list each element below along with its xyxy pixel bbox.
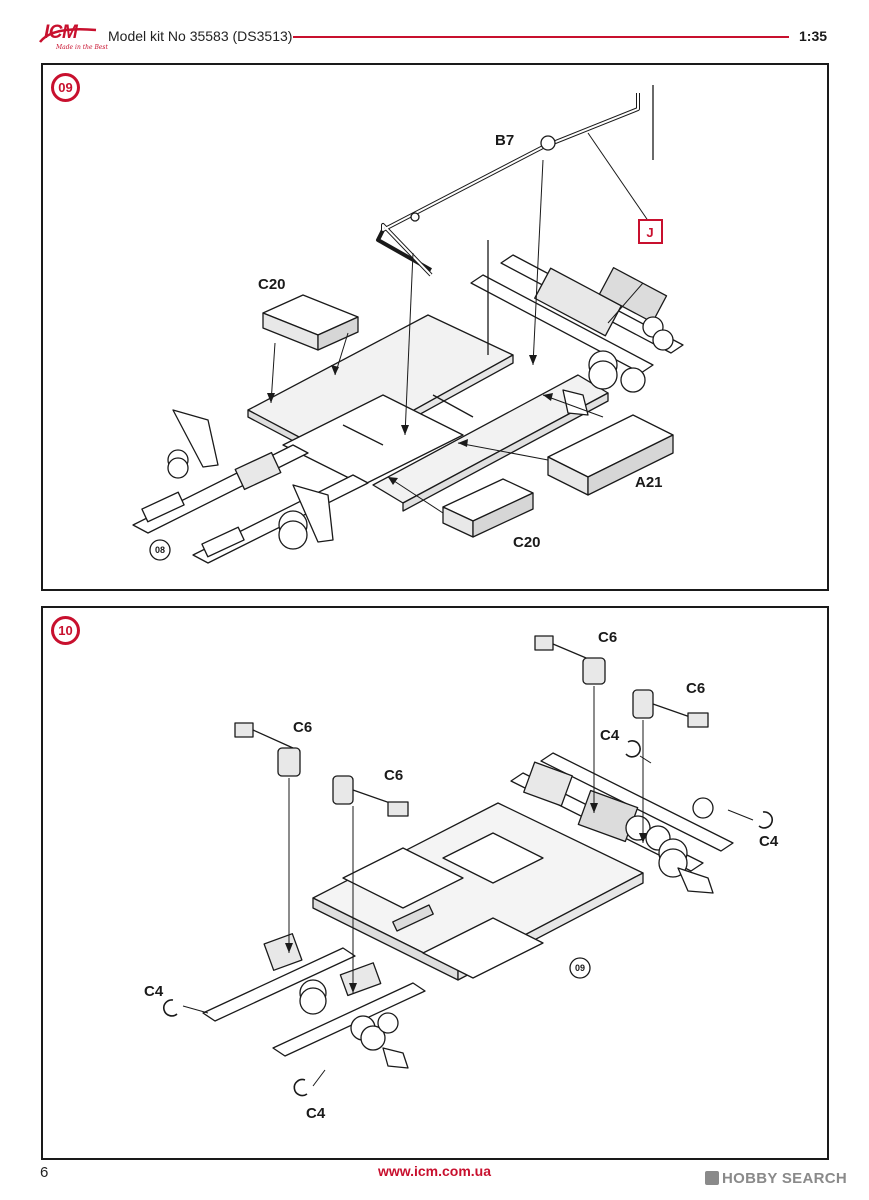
label-c20-top: C20 (258, 276, 286, 293)
logo-swoosh (39, 28, 97, 43)
header-rule (293, 36, 789, 38)
ref-08-circle (149, 539, 171, 561)
label-c6-right: C6 (686, 680, 705, 697)
part-c4-right (758, 811, 773, 829)
part-c4-bottom (293, 1078, 308, 1097)
step-09-badge: 09 (51, 73, 80, 102)
label-c4-bottom: C4 (306, 1105, 326, 1122)
label-c20-bottom: C20 (513, 534, 541, 551)
part-c6-mid (332, 775, 409, 817)
part-a21 (547, 414, 674, 496)
assembled-chassis (312, 802, 644, 981)
logo-tagline: Made in the Best (56, 44, 108, 51)
part-c20-top (262, 294, 359, 351)
page-header: ICM Made in the Best Model kit No 35583 … (0, 0, 869, 60)
j-subassembly-box (638, 219, 663, 244)
label-b7: B7 (495, 132, 514, 149)
label-c6-mid: C6 (384, 767, 403, 784)
chassis-frame (247, 314, 609, 512)
step-10-panel: C6 C6 C6 C6 C4 C4 C4 C4 09 10 (41, 606, 829, 1160)
page-number: 6 (40, 1164, 49, 1181)
label-c4-left: C4 (144, 983, 164, 1000)
step-10-badge: 10 (51, 616, 80, 645)
pipe-junction (540, 135, 556, 151)
kit-title: Model kit No 35583 (DS3513) (108, 28, 293, 44)
scale-label: 1:35 (799, 28, 828, 44)
step-09-panel: J B7 C20 A21 C20 08 09 (41, 63, 829, 591)
j-subassembly-label: J (646, 225, 653, 240)
pipe-clamp (410, 212, 420, 222)
icm-logo: ICM Made in the Best (38, 22, 108, 58)
label-c4-top: C4 (600, 727, 620, 744)
part-c6-top-right (534, 635, 606, 685)
front-axle-left (202, 933, 426, 1069)
label-c6-top-right: C6 (598, 629, 617, 646)
ref-09-circle (569, 957, 591, 979)
part-b7-pipe (376, 93, 640, 277)
rear-axle-right-10 (510, 752, 734, 894)
ref-09-label: 09 (575, 963, 585, 973)
rear-axle-left (132, 409, 369, 564)
label-c4-right: C4 (759, 833, 779, 850)
step-09-diagram: J B7 C20 A21 C20 08 (132, 85, 684, 564)
label-c6-left: C6 (293, 719, 312, 736)
rear-axle-right (470, 254, 684, 416)
step-10-diagram: C6 C6 C6 C6 C4 C4 C4 C4 09 (144, 629, 779, 1122)
part-c6-right (632, 689, 709, 728)
logo-text: ICM (44, 22, 78, 43)
watermark: HOBBY SEARCH (705, 1170, 847, 1187)
footer-url[interactable]: www.icm.com.ua (0, 1163, 869, 1179)
part-c20-bottom (442, 478, 534, 538)
ref-08-label: 08 (155, 545, 165, 555)
step-09-arrowheads (267, 355, 553, 485)
label-a21: A21 (635, 474, 663, 491)
part-c6-left (234, 722, 301, 777)
watermark-logo-icon (705, 1171, 719, 1185)
part-c4-left (163, 999, 178, 1017)
part-c4-top (625, 740, 641, 758)
footer-url-text[interactable]: www.icm.com.ua (377, 1163, 492, 1179)
c4-hooks (163, 740, 773, 1097)
watermark-text: HOBBY SEARCH (722, 1170, 848, 1187)
step-10-arrows (182, 686, 754, 1087)
step-10-arrowheads (285, 803, 647, 993)
part-b7-pipe-inner (382, 93, 639, 276)
